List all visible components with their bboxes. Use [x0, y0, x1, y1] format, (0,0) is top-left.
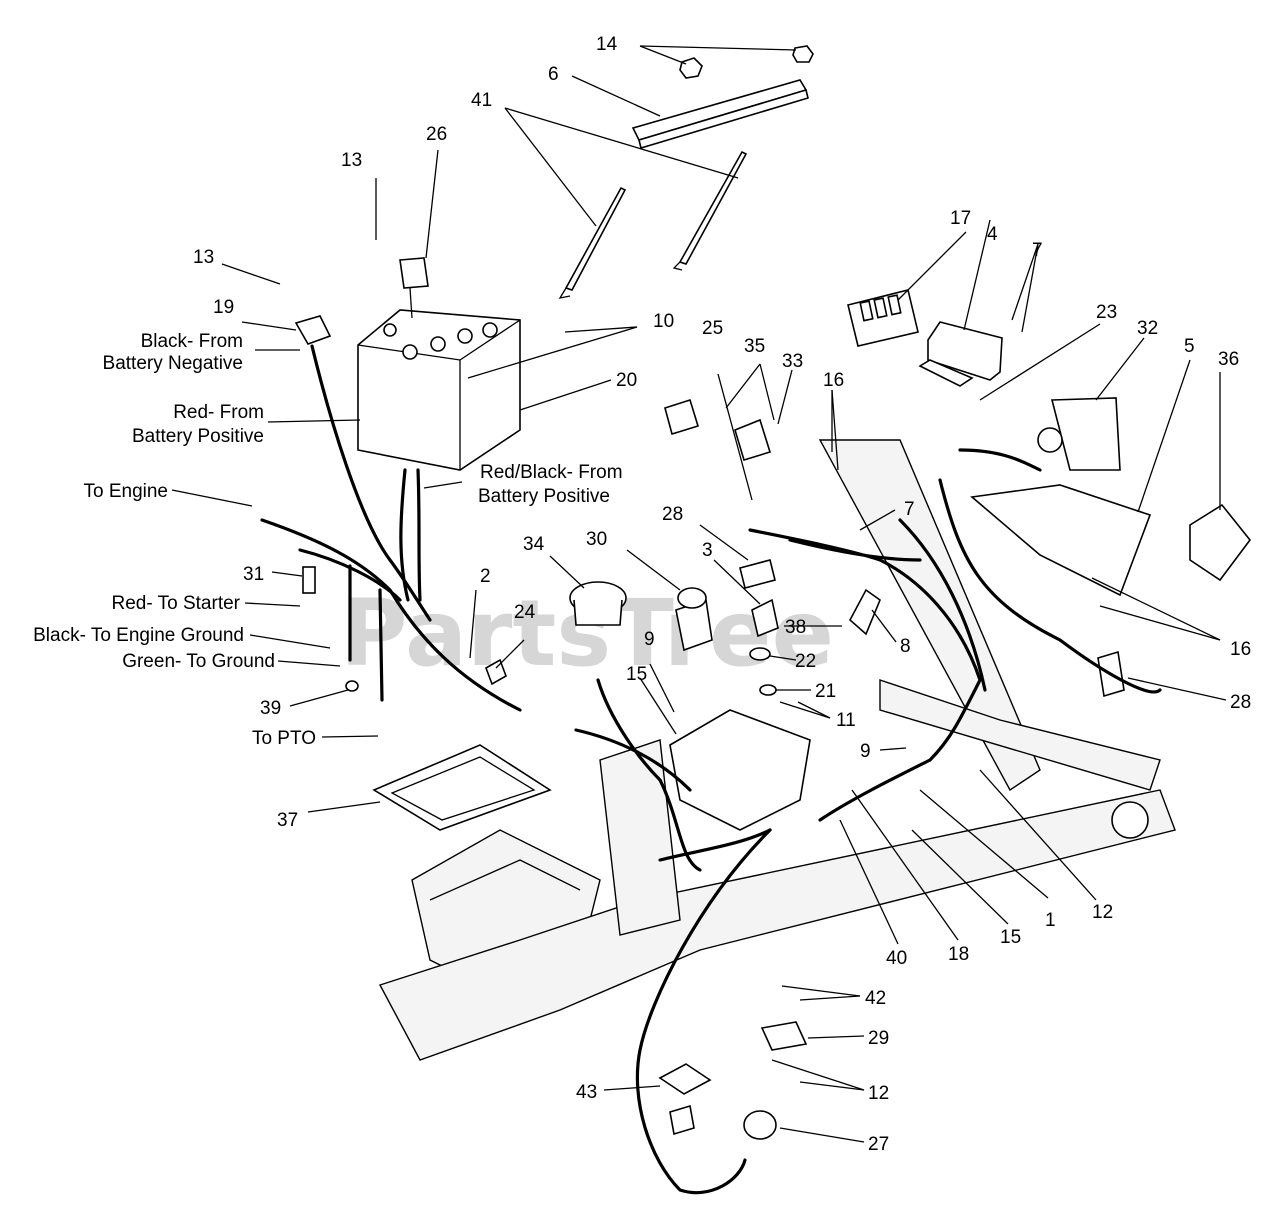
label-green-to-ground: Green- To Ground: [122, 651, 275, 672]
callout-28-left: 28: [662, 504, 683, 525]
callout-13-left: 13: [193, 247, 214, 268]
callout-22: 22: [795, 651, 816, 672]
part-27-switch: [743, 1110, 777, 1140]
callout-6: 6: [548, 64, 559, 85]
callout-5: 5: [1184, 336, 1195, 357]
callout-14: 14: [596, 34, 618, 55]
callout-8: 8: [900, 636, 911, 657]
label-red-to-starter: Red- To Starter: [112, 593, 241, 614]
part-43-bracket: [658, 1063, 712, 1136]
callout-12-right: 12: [1092, 902, 1113, 923]
callout-29: 29: [868, 1028, 889, 1049]
label-redblack-from-1: Red/Black- From: [480, 462, 623, 483]
part-32-headlight: [1037, 397, 1121, 471]
part-36-wire-bracket: [1189, 503, 1252, 582]
callout-3: 3: [702, 540, 713, 561]
label-redblack-from-2: Battery Positive: [478, 486, 610, 507]
callout-28-right: 28: [1230, 692, 1251, 713]
callout-1: 1: [1045, 910, 1056, 931]
callout-35: 35: [744, 336, 765, 357]
callout-2: 2: [480, 566, 491, 587]
part-3: [751, 598, 779, 638]
wiring-harness: [260, 344, 1162, 1195]
callout-7-mid: 7: [904, 499, 915, 520]
callout-37: 37: [277, 810, 298, 831]
callout-43: 43: [576, 1082, 597, 1103]
part-30-switch: [675, 587, 713, 652]
callout-42: 42: [865, 988, 886, 1009]
callout-12-bottom: 12: [868, 1083, 889, 1104]
callout-24: 24: [514, 602, 536, 623]
part-38-bracket: [848, 588, 881, 636]
part-37-tray: [372, 744, 552, 831]
callout-23: 23: [1096, 302, 1117, 323]
part-29-switch: [760, 1021, 808, 1051]
wire-labels: Black- From Battery Negative Red- From B…: [33, 331, 622, 749]
label-to-pto: To PTO: [252, 728, 316, 749]
callout-13-top: 13: [341, 150, 362, 171]
part-39-nut: [345, 680, 359, 692]
callout-numbers: 14 6 41 26 13 13 19 10 20 25 35 33 16 17…: [193, 34, 1251, 1155]
part-28-connector: [739, 559, 1125, 698]
callout-10: 10: [653, 311, 674, 332]
label-black-from-1: Black- From: [141, 331, 243, 352]
part-33-connector: [734, 418, 772, 462]
leader-lines: [171, 45, 1227, 1143]
callout-7-top: 7: [1032, 240, 1043, 261]
part-14-bolts: [679, 45, 814, 79]
label-black-to-engine-ground: Black- To Engine Ground: [33, 625, 244, 646]
callout-26: 26: [426, 124, 447, 145]
callout-40: 40: [886, 948, 907, 969]
part-4-bracket: [918, 321, 1003, 387]
label-black-from-2: Battery Negative: [103, 353, 243, 374]
part-19-connector: [294, 315, 332, 345]
label-red-from-2: Battery Positive: [132, 426, 264, 447]
part-24-connector: [485, 658, 507, 686]
part-17-switch-plate: [847, 289, 919, 347]
callout-17: 17: [950, 208, 971, 229]
part-22-nut: [749, 647, 771, 661]
callout-21: 21: [815, 681, 836, 702]
part-26-cable: [399, 257, 429, 319]
callout-30: 30: [586, 529, 607, 550]
callout-19: 19: [213, 297, 234, 318]
callout-15-left: 15: [626, 664, 647, 685]
part-20-battery: [357, 309, 521, 471]
callout-27: 27: [868, 1134, 889, 1155]
part-21-washer: [759, 684, 777, 696]
dash-bracket: [669, 709, 811, 831]
callout-39: 39: [260, 698, 281, 719]
callout-16-right: 16: [1230, 639, 1251, 660]
chassis-frame: [378, 439, 1176, 1061]
part-6-bracket: [631, 79, 809, 150]
callout-33: 33: [782, 351, 803, 372]
callout-9-left: 9: [644, 629, 655, 650]
callout-34: 34: [523, 534, 545, 555]
callout-32: 32: [1137, 318, 1158, 339]
part-31-fuse: [302, 566, 316, 594]
callout-16-top: 16: [823, 370, 844, 391]
part-5-panel: [970, 484, 1152, 597]
callout-20: 20: [616, 370, 637, 391]
callout-4: 4: [987, 224, 998, 245]
callout-18: 18: [948, 944, 969, 965]
callout-25: 25: [702, 318, 723, 339]
callout-36: 36: [1218, 349, 1239, 370]
label-red-from-1: Red- From: [173, 402, 264, 423]
callout-31: 31: [243, 564, 264, 585]
callout-41: 41: [471, 90, 492, 111]
part-34-key-switch: [569, 581, 627, 626]
callout-9-right: 9: [860, 741, 871, 762]
callout-15-right: 15: [1000, 927, 1021, 948]
callout-11: 11: [836, 710, 856, 731]
label-to-engine: To Engine: [83, 481, 168, 502]
part-41-rods: [558, 150, 748, 299]
part-25-relay: [664, 398, 699, 436]
callout-38: 38: [785, 617, 806, 638]
